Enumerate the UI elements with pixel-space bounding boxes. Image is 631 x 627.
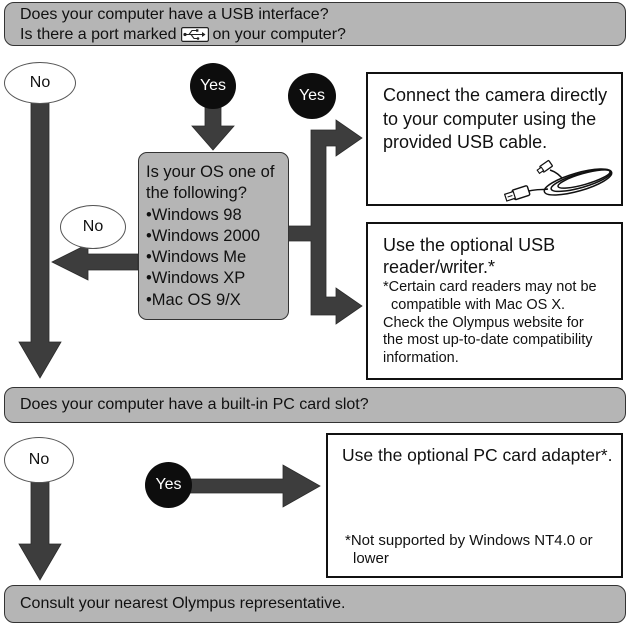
os-no-left-arrow — [51, 243, 139, 281]
usb-yes-down-arrow — [191, 105, 235, 151]
question-os-list: Is your OS one of the following? •Window… — [138, 152, 289, 320]
pc-card-no-down-arrow — [18, 469, 62, 581]
pc-card-yes-right-arrow — [187, 464, 321, 508]
question-usb-line2: Is there a port marked on your computer? — [20, 25, 625, 45]
answer-no-pc-card-label: No — [28, 451, 50, 468]
result-usb-reader-title: Use the optional USB reader/writer.* — [383, 234, 621, 278]
answer-yes-pc-card: Yes — [145, 462, 192, 508]
result-usb-reader-note: *Certain card readers may not be compati… — [383, 279, 621, 368]
answer-no-usb-label: No — [29, 74, 51, 91]
os-question-line: Is your OS one of — [146, 163, 275, 181]
answer-yes-usb-label: Yes — [199, 77, 227, 94]
answer-no-os-label: No — [82, 218, 104, 235]
result-pc-card-adapter: Use the optional PC card adapter*. *Not … — [326, 433, 623, 578]
note-line: the most up-to-date compatibility — [383, 332, 593, 349]
result-pc-card-adapter-note: *Not supported by Windows NT4.0 or lower — [345, 532, 593, 568]
result-usb-cable-line: to your computer using the — [383, 108, 597, 129]
os-question-line: the following? — [146, 184, 247, 203]
question-usb-line2-start: Is there a port marked — [20, 26, 177, 43]
answer-no-pc-card: No — [4, 437, 74, 483]
os-option: •Mac OS 9/X — [146, 290, 241, 309]
result-consult-text: Consult your nearest Olympus representat… — [20, 595, 346, 612]
answer-no-usb: No — [4, 62, 76, 104]
note-line: *Certain card readers may not be — [383, 279, 597, 295]
answer-no-os: No — [60, 205, 126, 249]
result-usb-reader-line: Use the optional USB — [383, 235, 556, 255]
question-usb-line2-end: on your computer? — [212, 26, 346, 43]
os-option: •Windows XP — [146, 269, 246, 288]
note-line: lower — [353, 550, 389, 567]
result-consult-representative: Consult your nearest Olympus representat… — [4, 585, 626, 623]
question-usb-line1: Does your computer have a USB interface? — [20, 6, 329, 23]
answer-yes-os: Yes — [288, 73, 336, 119]
usb-cable-icon — [504, 160, 613, 202]
os-option: •Windows Me — [146, 248, 247, 267]
answer-yes-pc-card-label: Yes — [155, 476, 182, 493]
note-line: compatible with Mac OS X. — [391, 296, 566, 313]
usb-port-icon — [180, 27, 209, 42]
result-usb-cable: Connect the camera directly to your comp… — [366, 72, 623, 206]
question-usb-interface: Does your computer have a USB interface?… — [4, 2, 626, 46]
result-usb-reader: Use the optional USB reader/writer.* *Ce… — [366, 222, 623, 380]
result-usb-cable-line: Connect the camera directly — [383, 85, 608, 105]
os-option: •Windows 98 — [146, 205, 242, 224]
os-yes-branch-arrow — [286, 119, 363, 325]
answer-yes-os-label: Yes — [298, 87, 326, 104]
answer-yes-usb: Yes — [190, 63, 236, 109]
result-usb-reader-line: reader/writer.* — [383, 257, 496, 277]
result-usb-cable-line: provided USB cable. — [383, 132, 548, 152]
question-pc-card-text: Does your computer have a built-in PC ca… — [20, 396, 369, 413]
os-option: •Windows 2000 — [146, 226, 261, 245]
note-line: *Not supported by Windows NT4.0 or — [345, 532, 593, 549]
question-pc-card-slot: Does your computer have a built-in PC ca… — [4, 387, 626, 423]
note-line: Check the Olympus website for — [383, 314, 584, 331]
usb-no-down-arrow — [18, 99, 62, 379]
note-line: information. — [383, 350, 459, 367]
result-pc-card-adapter-title: Use the optional PC card adapter*. — [342, 445, 613, 465]
